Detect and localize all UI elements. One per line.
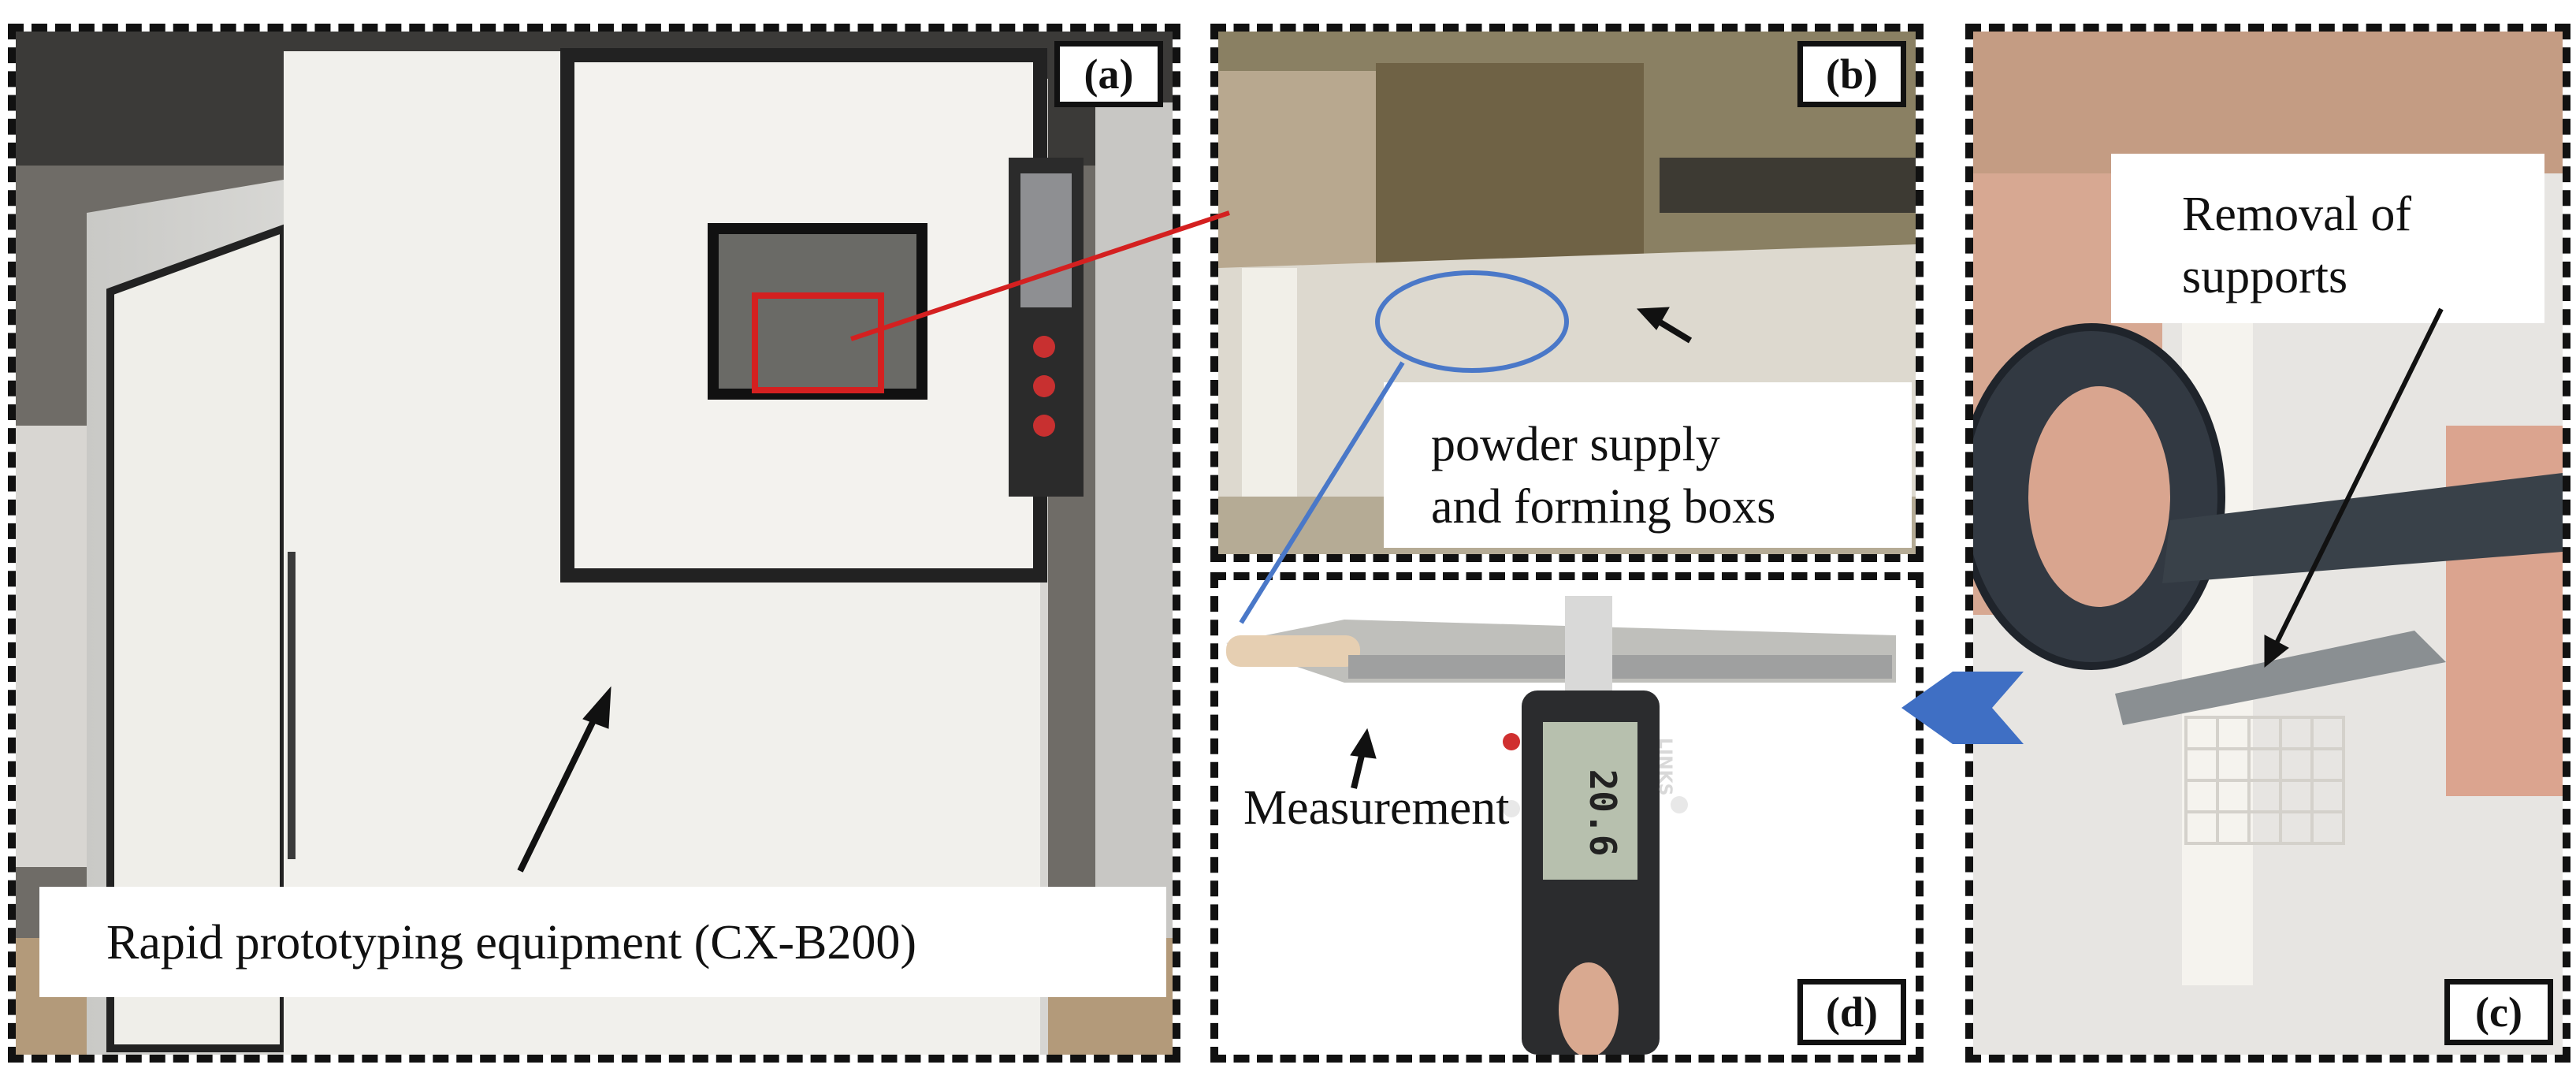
panel-label-b: (b) xyxy=(1797,41,1906,107)
caption-measurement: Measurement xyxy=(1243,781,1510,835)
panel-b: (b) powder supply and forming boxs xyxy=(1210,24,1924,562)
caption-powder-boxes: powder supply and forming boxs xyxy=(1384,382,1912,548)
caption-powder-line1: powder supply xyxy=(1431,418,1720,471)
panel-d: 20.6 LINKS Measurement (d) xyxy=(1210,572,1924,1063)
caption-support-removal: Removal of supports xyxy=(2111,154,2544,323)
caption-removal-line2: supports xyxy=(2182,250,2348,304)
panel-label-a: (a) xyxy=(1054,41,1163,107)
caliper-brand-text: LINKS xyxy=(1655,738,1675,796)
caption-equipment: Rapid prototyping equipment (CX-B200) xyxy=(39,887,1166,997)
caption-powder-line2: and forming boxs xyxy=(1431,480,1776,534)
photo-caliper-measurement: 20.6 LINKS xyxy=(1218,580,1916,1055)
panel-label-d: (d) xyxy=(1797,979,1906,1045)
caption-removal-line1: Removal of xyxy=(2182,188,2411,241)
caliper-display-text: 20.6 xyxy=(1582,769,1624,857)
panel-label-c: (c) xyxy=(2444,979,2553,1045)
panel-a: (a) Rapid prototyping equipment (CX-B200… xyxy=(8,24,1180,1063)
panel-c: Removal of supports (c) xyxy=(1965,24,2570,1063)
